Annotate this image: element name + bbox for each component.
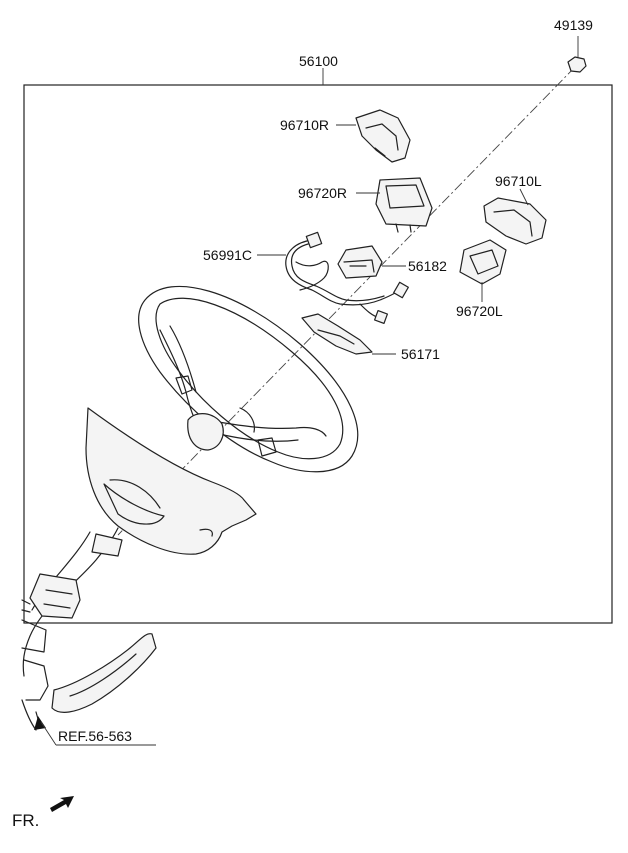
label-front: FR. [12,811,39,830]
steering-wheel [138,285,359,473]
bracket-56171 [301,313,396,355]
label-56182: 56182 [408,258,447,274]
nut-49139 [567,36,587,73]
label-96720L: 96720L [456,303,503,319]
label-56100: 56100 [299,53,338,69]
label-96720R: 96720R [298,185,347,201]
label-96710R: 96710R [280,117,329,133]
label-ref: REF.56-563 [58,728,132,744]
lower-cover [85,407,257,555]
switch-96720L [459,239,507,302]
steering-column [21,527,157,731]
switch-96720R [356,177,433,233]
label-56991C: 56991C [203,247,252,263]
switch-cover-96710R [336,109,411,163]
ref-callout [34,716,156,746]
center-axis-line [117,66,576,536]
wiring-harness-56991C [257,231,409,325]
label-96710L: 96710L [495,173,542,189]
connector-56182 [337,245,406,279]
switch-cover-96710L [483,188,547,245]
label-56171: 56171 [401,346,440,362]
front-direction-arrow-icon [50,796,74,812]
label-49139: 49139 [554,17,593,33]
assembly-frame [23,84,613,624]
